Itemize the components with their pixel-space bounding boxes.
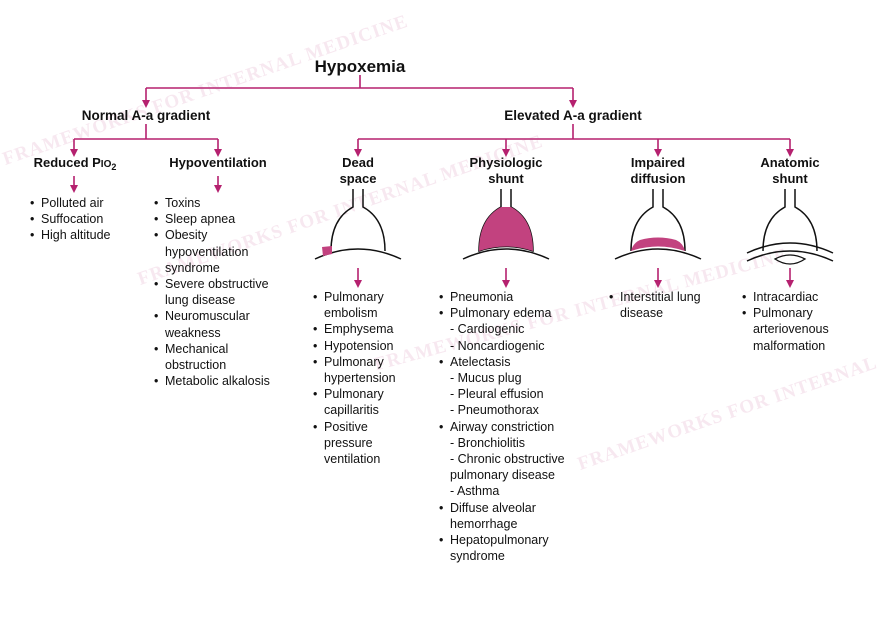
list-item: Mechanical obstruction bbox=[154, 341, 286, 373]
anatomic-shunt-list: Intracardiac Pulmonary arteriovenous mal… bbox=[742, 289, 862, 354]
list-item: Pulmonary capillaritis bbox=[313, 386, 413, 418]
physiologic-shunt-list: Pneumonia Pulmonary edema - Cardiogenic … bbox=[439, 289, 584, 564]
list-item: Obesity hypoventilation syndrome bbox=[154, 227, 286, 276]
impaired-diffusion-list: Interstitial lung disease bbox=[609, 289, 729, 321]
list-item: Intracardiac bbox=[742, 289, 862, 305]
list-item: Metabolic alkalosis bbox=[154, 373, 286, 389]
list-item: Toxins bbox=[154, 195, 286, 211]
list-item: Sleep apnea bbox=[154, 211, 286, 227]
list-item: Pneumonia bbox=[439, 289, 584, 305]
hypoventilation-list: Toxins Sleep apnea Obesity hypoventilati… bbox=[154, 195, 286, 390]
list-subitem: - Cardiogenic bbox=[450, 322, 525, 337]
list-item: Severe obstructive lung disease bbox=[154, 276, 286, 308]
branch-elevated-label: Elevated A-a gradient bbox=[504, 108, 642, 123]
list-item: Pulmonary arteriovenous malformation bbox=[742, 305, 862, 354]
list-item: Airway constriction bbox=[439, 419, 584, 435]
list-item: Suffocation bbox=[30, 211, 160, 227]
branch-normal-label: Normal A-a gradient bbox=[81, 108, 211, 123]
hypoventilation-label: Hypoventilation bbox=[169, 155, 267, 170]
dead-space-list: Pulmonary embolism Emphysema Hypotension… bbox=[313, 289, 413, 467]
list-subitem: - Pleural effusion bbox=[450, 387, 544, 402]
list-item: Hepatopulmonary syndrome bbox=[439, 532, 584, 564]
impaired-diffusion-alveolus-icon bbox=[614, 189, 702, 260]
list-subitem: - Pneumothorax bbox=[450, 403, 539, 418]
list-item: Hypotension bbox=[313, 338, 413, 354]
list-subitem: - Asthma bbox=[450, 484, 500, 499]
list-item: Interstitial lung disease bbox=[609, 289, 729, 321]
physiologic-shunt-alveolus-icon bbox=[462, 189, 550, 260]
reduced-pio2-label: Reduced PIO2 bbox=[33, 155, 117, 172]
list-item: Neuromuscular weakness bbox=[154, 308, 286, 340]
list-subitem: - Mucus plug bbox=[450, 371, 522, 386]
list-item: Positive pressure ventilation bbox=[313, 419, 413, 468]
dead-space-alveolus-icon bbox=[314, 189, 402, 260]
list-item: Diffuse alveolar hemorrhage bbox=[439, 500, 584, 532]
reduced-pio2-list: Polluted air Suffocation High altitude bbox=[30, 195, 160, 244]
list-item: Pulmonary hypertension bbox=[313, 354, 413, 386]
list-subitem: - Noncardiogenic bbox=[450, 338, 545, 353]
list-item: High altitude bbox=[30, 227, 160, 243]
anatomic-shunt-alveolus-icon bbox=[746, 189, 834, 265]
list-subitem: - Bronchiolitis bbox=[450, 435, 526, 450]
list-item: Polluted air bbox=[30, 195, 160, 211]
list-item: Emphysema bbox=[313, 321, 413, 337]
list-item: Atelectasis bbox=[439, 354, 584, 370]
list-item: Pulmonary embolism bbox=[313, 289, 413, 321]
list-subitem: - Chronic obstructive pulmonary disease bbox=[450, 452, 565, 483]
list-item: Pulmonary edema bbox=[439, 305, 584, 321]
diagram-title: Hypoxemia bbox=[314, 57, 406, 76]
